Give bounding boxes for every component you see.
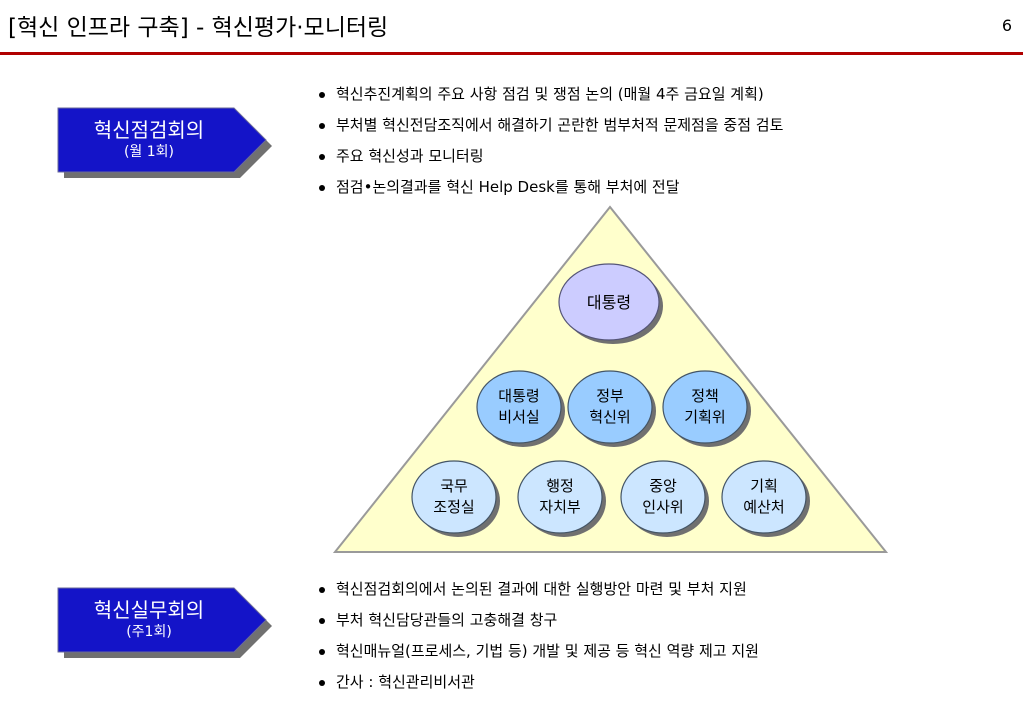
bottom-meeting-frequency: (주1회) [126, 624, 172, 640]
circle-label-line: 정책 [691, 387, 719, 405]
list-item: 혁신매뉴얼(프로세스, 기법 등) 개발 및 제공 등 혁신 역량 제고 지원 [318, 636, 759, 667]
top-arrow-text: 혁신점검회의 (월 1회) [60, 108, 238, 172]
top-circle [558, 263, 660, 341]
circle-label-line: 인사위 [642, 498, 684, 516]
top-meeting-frequency: (월 1회) [123, 144, 175, 160]
list-item: 부처 혁신담당관들의 고충해결 창구 [318, 605, 759, 636]
circle-label-line: 대통령 [498, 387, 540, 405]
bottom-circle-1 [411, 460, 497, 534]
list-item: 혁신점검회의에서 논의된 결과에 대한 실행방안 마련 및 부처 지원 [318, 574, 759, 605]
circle-label-line: 기획위 [684, 408, 726, 426]
list-item: 혁신추진계획의 주요 사항 점검 및 쟁점 논의 (매월 4주 금요일 계획) [318, 79, 783, 110]
circle-label-line: 자치부 [539, 498, 581, 516]
bottom-circle-label-1: 국무 조정실 [412, 475, 496, 519]
header-divider [0, 52, 1023, 55]
circle-label-line: 비서실 [498, 408, 540, 426]
circle-label-line: 대통령 [586, 292, 632, 312]
top-meeting-arrow: 혁신점검회의 (월 1회) [56, 106, 272, 178]
bottom-circle-label-3: 중앙 인사위 [621, 475, 705, 519]
bottom-circle-2 [517, 460, 603, 534]
top-bullet-list: 혁신추진계획의 주요 사항 점검 및 쟁점 논의 (매월 4주 금요일 계획) … [318, 79, 783, 203]
bottom-circle-3 [620, 460, 706, 534]
bottom-meeting-label: 혁신실무회의 [93, 598, 205, 622]
circle-label-line: 기획 [750, 477, 778, 495]
bottom-meeting-arrow: 혁신실무회의 (주1회) [56, 586, 272, 658]
list-item: 주요 혁신성과 모니터링 [318, 141, 783, 172]
circle-label-line: 국무 [440, 477, 468, 495]
middle-circle-3 [662, 370, 748, 444]
bottom-circle-label-4: 기획 예산처 [722, 475, 806, 519]
circle-label-line: 조정실 [433, 498, 475, 516]
middle-circle-label-3: 정책 기획위 [663, 385, 747, 429]
middle-circle-1 [476, 370, 562, 444]
list-item: 점검•논의결과를 혁신 Help Desk를 통해 부처에 전달 [318, 172, 783, 203]
top-arrow-shape [57, 107, 272, 178]
list-item: 부처별 혁신전담조직에서 해결하기 곤란한 범부처적 문제점을 중점 검토 [318, 110, 783, 141]
circle-label-line: 행정 [546, 477, 574, 495]
list-item: 간사 : 혁신관리비서관 [318, 667, 759, 698]
top-circle-label: 대통령 [559, 282, 659, 322]
bottom-arrow-text: 혁신실무회의 (주1회) [60, 588, 238, 652]
bottom-bullet-list: 혁신점검회의에서 논의된 결과에 대한 실행방안 마련 및 부처 지원 부처 혁… [318, 574, 759, 698]
page-number: 6 [1001, 16, 1012, 35]
middle-circle-label-2: 정부 혁신위 [568, 385, 652, 429]
circle-label-line: 예산처 [743, 498, 785, 516]
middle-circle-2 [567, 370, 653, 444]
circle-label-line: 중앙 [649, 477, 677, 495]
bottom-arrow-shape [57, 587, 272, 658]
middle-circle-label-1: 대통령 비서실 [477, 385, 561, 429]
bottom-circle-4 [721, 460, 807, 534]
top-meeting-label: 혁신점검회의 [93, 118, 205, 142]
page-title: [혁신 인프라 구축] - 혁신평가·모니터링 [8, 15, 389, 41]
circle-label-line: 정부 [596, 387, 624, 405]
bottom-circle-label-2: 행정 자치부 [518, 475, 602, 519]
circle-label-line: 혁신위 [589, 408, 631, 426]
